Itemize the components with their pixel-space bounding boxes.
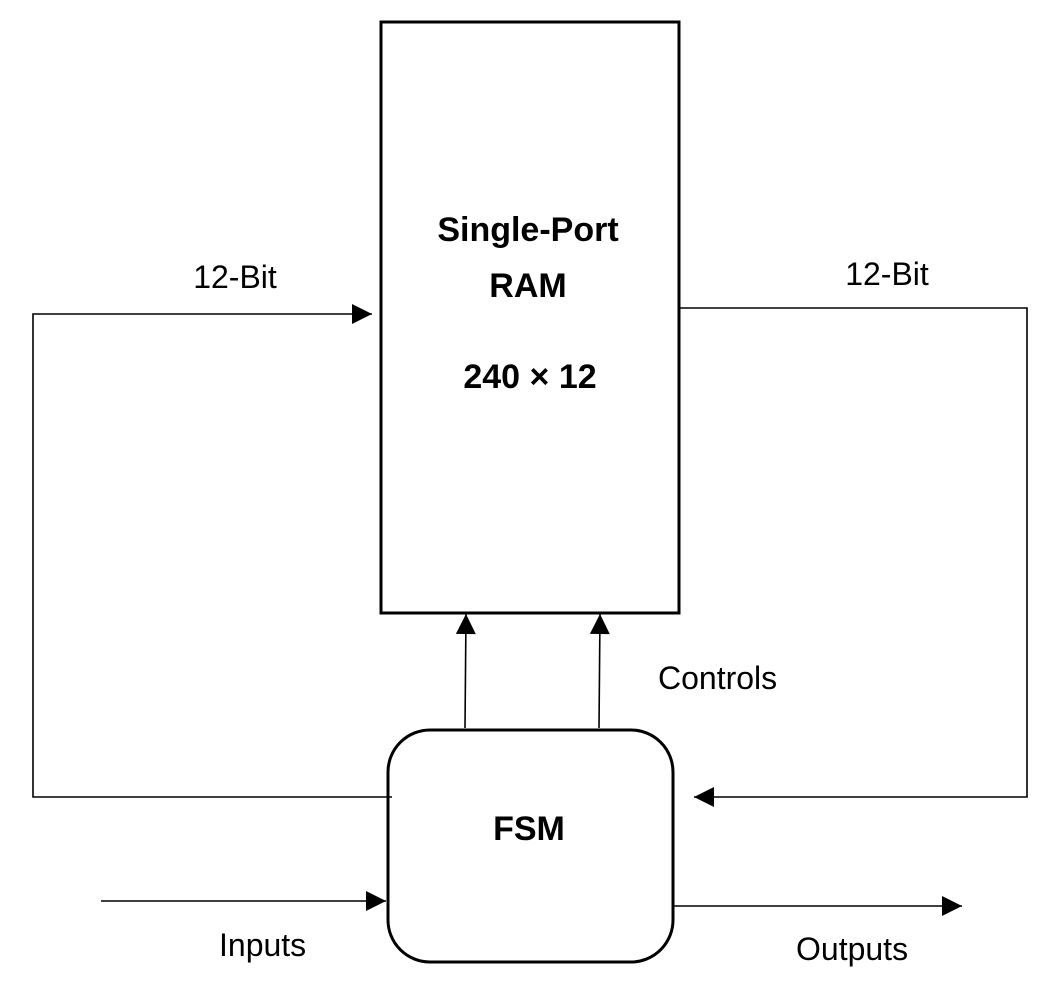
fsm-label: FSM — [493, 810, 565, 848]
left-bus-label: 12-Bit — [193, 259, 277, 295]
fsm-box — [386, 728, 675, 964]
control-line-1 — [455, 613, 476, 729]
ram-block: Single-Port RAM 240 × 12 — [379, 20, 681, 615]
controls-label: Controls — [658, 660, 777, 696]
ram-title-line2: RAM — [489, 267, 566, 305]
right-bus-label: 12-Bit — [845, 256, 929, 292]
control-line-2 — [589, 613, 610, 729]
inputs-label: Inputs — [219, 927, 306, 963]
fsm-block: FSM — [386, 728, 675, 964]
right-bus-connector — [679, 307, 1028, 807]
left-bus-connector — [32, 304, 392, 798]
ram-title-line1: Single-Port — [437, 211, 618, 249]
outputs-label: Outputs — [796, 931, 908, 967]
ram-size-label: 240 × 12 — [463, 358, 596, 396]
ram-box — [379, 20, 681, 615]
